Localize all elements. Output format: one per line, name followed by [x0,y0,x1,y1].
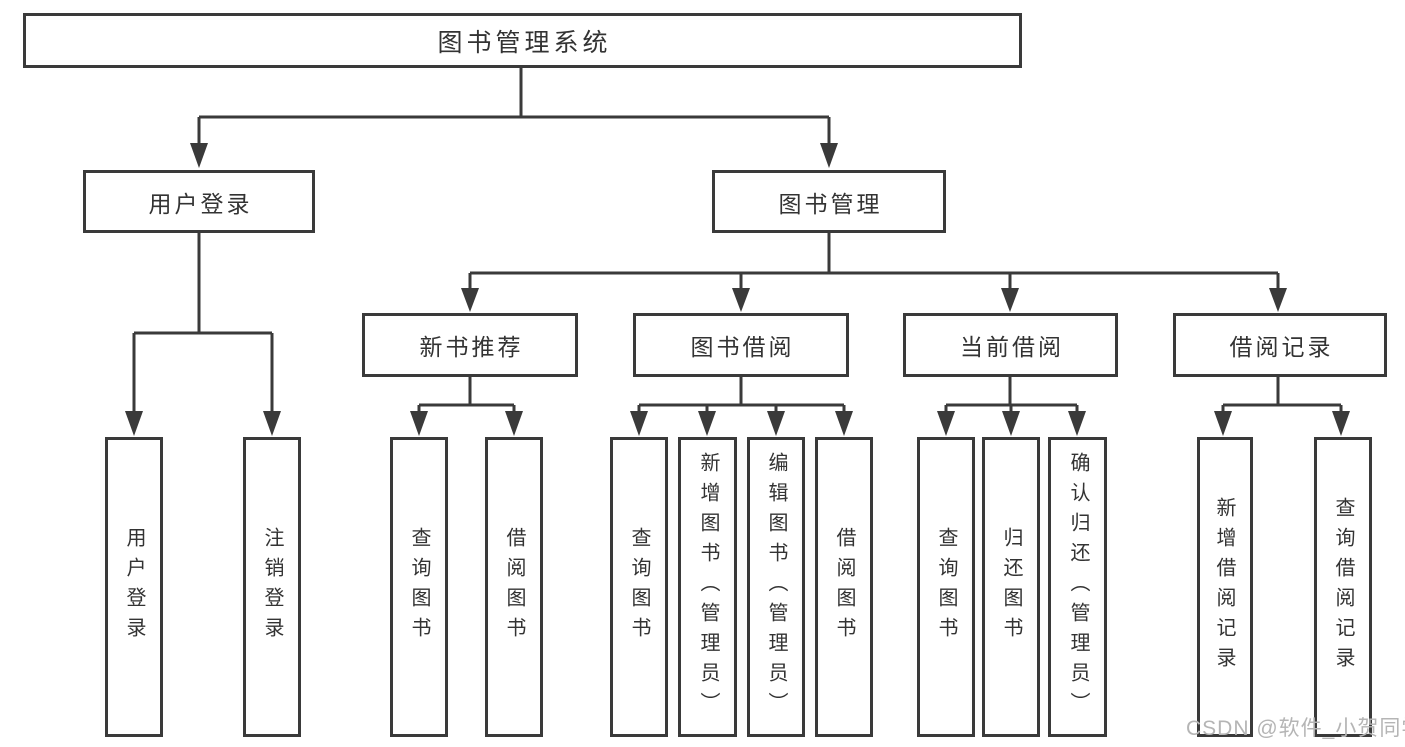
tree-edges [132,68,1343,414]
leaf-borrow-book-borrowing: 借阅图书 [815,437,873,737]
leaf-query-book-borrowing: 查询图书 [610,437,668,737]
leaf-query-borrow-record: 查询借阅记录 [1314,437,1372,737]
node-library-system: 图书管理系统 [23,13,1022,68]
leaf-borrow-book-recommend: 借阅图书 [485,437,543,737]
leaf-user-login: 用户登录 [105,437,163,737]
node-book-management: 图书管理 [712,170,946,233]
leaf-query-book-recommend: 查询图书 [390,437,448,737]
leaf-edit-book-admin: 编辑图书（管理员） [747,437,805,737]
leaf-return-book: 归还图书 [982,437,1040,737]
leaf-confirm-return-admin: 确认归还（管理员） [1048,437,1107,737]
leaf-add-book-admin: 新增图书（管理员） [678,437,737,737]
node-current-borrowing: 当前借阅 [903,313,1118,377]
leaf-logout: 注销登录 [243,437,301,737]
node-user-login: 用户登录 [83,170,315,233]
leaf-query-book-current: 查询图书 [917,437,975,737]
node-new-book-recommend: 新书推荐 [362,313,578,377]
node-book-borrowing: 图书借阅 [633,313,849,377]
leaf-add-borrow-record: 新增借阅记录 [1197,437,1253,737]
csdn-watermark: CSDN @软件_小贺同学 [1186,717,1405,740]
node-borrowing-records: 借阅记录 [1173,313,1387,377]
arrow-down-icons [125,143,1350,436]
